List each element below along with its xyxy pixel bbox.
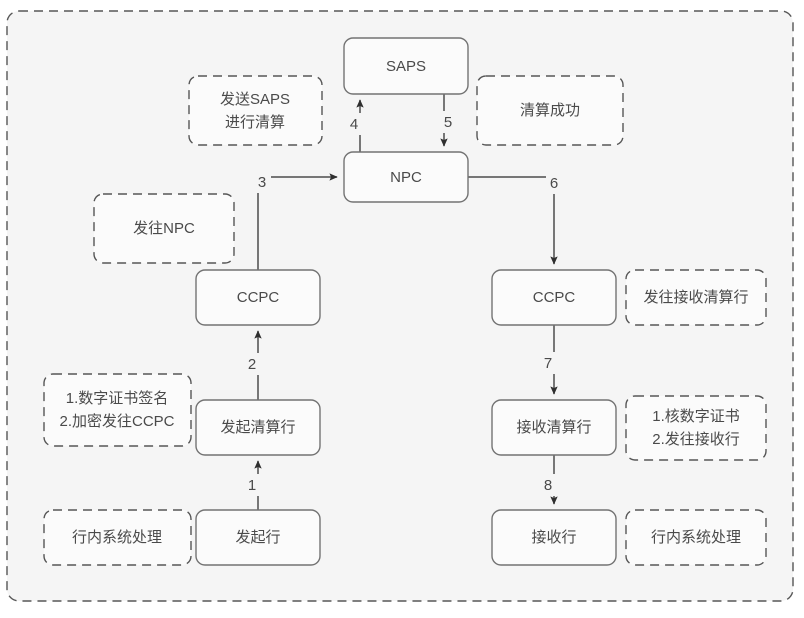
note-send-saps: 发送SAPS 进行清算 <box>188 75 323 146</box>
node-initiating-clearing-bank-label: 发起清算行 <box>220 418 295 436</box>
node-saps-label: SAPS <box>386 58 426 75</box>
note-send-to-receiving-clearing-bank-line-1: 发往接收清算行 <box>643 288 748 306</box>
node-initiating-bank-label: 发起行 <box>235 529 280 546</box>
node-saps[interactable]: SAPS <box>343 37 469 95</box>
edge-labels-layer: 1 2 3 4 5 6 7 8 <box>244 111 563 496</box>
edge-label-1: 1 <box>248 477 256 494</box>
note-send-to-receiving-clearing-bank-box <box>625 269 767 326</box>
node-npc[interactable]: NPC <box>343 151 469 203</box>
edge-label-6: 6 <box>550 175 558 192</box>
node-receiving-bank[interactable]: 接收行 <box>491 509 617 566</box>
note-verify-certificate-line-1: 1.核数字证书 <box>652 408 740 425</box>
node-ccpc-left-label: CCPC <box>237 289 280 306</box>
edge-label-7: 7 <box>544 355 552 372</box>
note-send-saps-line-1: 发送SAPS <box>220 91 290 108</box>
node-receiving-clearing-bank-label: 接收清算行 <box>516 418 591 436</box>
node-saps-box[interactable] <box>343 37 469 95</box>
note-send-to-receiving-clearing-bank: 发往接收清算行 <box>625 269 767 326</box>
node-initiating-clearing-bank-box[interactable] <box>195 399 321 456</box>
node-ccpc-right-box[interactable] <box>491 269 617 326</box>
note-intrabank-processing-left-line-1: 行内系统处理 <box>72 529 162 546</box>
node-ccpc-left[interactable]: CCPC <box>195 269 321 326</box>
node-initiating-bank-box[interactable] <box>195 509 321 566</box>
note-sign-and-encrypt: 1.数字证书签名 2.加密发往CCPC <box>43 373 192 447</box>
node-receiving-clearing-bank[interactable]: 接收清算行 <box>491 399 617 456</box>
note-intrabank-processing-right: 行内系统处理 <box>625 509 767 566</box>
note-clearing-success-line-1: 清算成功 <box>520 101 580 119</box>
node-npc-box[interactable] <box>343 151 469 203</box>
node-ccpc-left-box[interactable] <box>195 269 321 326</box>
node-ccpc-right[interactable]: CCPC <box>491 269 617 326</box>
node-receiving-bank-box[interactable] <box>491 509 617 566</box>
note-clearing-success: 清算成功 <box>476 75 624 146</box>
note-clearing-success-box <box>476 75 624 146</box>
edge-label-8: 8 <box>544 477 552 494</box>
edge-label-2: 2 <box>248 356 256 373</box>
note-send-to-npc: 发往NPC <box>93 193 235 264</box>
note-verify-certificate-line-2: 2.发往接收行 <box>652 431 740 448</box>
edge-label-4: 4 <box>350 116 358 133</box>
note-send-to-npc-line-1: 发往NPC <box>133 220 195 237</box>
node-initiating-bank[interactable]: 发起行 <box>195 509 321 566</box>
node-ccpc-right-label: CCPC <box>533 289 576 306</box>
note-intrabank-processing-left-box <box>43 509 192 566</box>
note-sign-and-encrypt-line-1: 1.数字证书签名 <box>66 390 169 407</box>
node-npc-label: NPC <box>390 169 422 186</box>
note-intrabank-processing-right-box <box>625 509 767 566</box>
note-send-saps-line-2: 进行清算 <box>225 113 285 131</box>
note-verify-certificate-box <box>625 395 767 461</box>
note-send-saps-box <box>188 75 323 146</box>
node-receiving-bank-label: 接收行 <box>531 529 576 546</box>
note-verify-certificate: 1.核数字证书 2.发往接收行 <box>625 395 767 461</box>
note-send-to-npc-box <box>93 193 235 264</box>
edge-label-5: 5 <box>444 114 452 131</box>
edge-label-3: 3 <box>258 174 266 191</box>
note-intrabank-processing-left: 行内系统处理 <box>43 509 192 566</box>
node-receiving-clearing-bank-box[interactable] <box>491 399 617 456</box>
note-sign-and-encrypt-box <box>43 373 192 447</box>
node-initiating-clearing-bank[interactable]: 发起清算行 <box>195 399 321 456</box>
note-intrabank-processing-right-line-1: 行内系统处理 <box>651 529 741 546</box>
note-sign-and-encrypt-line-2: 2.加密发往CCPC <box>59 413 174 430</box>
